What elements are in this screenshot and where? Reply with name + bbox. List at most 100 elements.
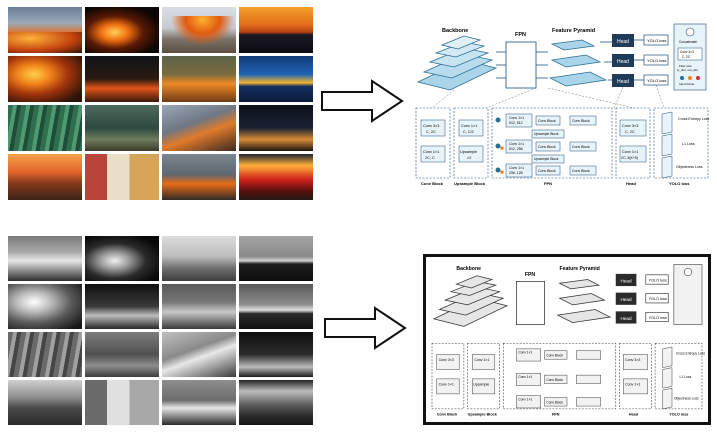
yolo-loss-1: YOLO loss	[647, 38, 666, 43]
gray-upsample: Upsample	[473, 382, 489, 386]
image-fire-pit	[162, 7, 236, 53]
image-forest-fire	[8, 56, 82, 102]
label-upsample-block: Upsample Block	[454, 181, 486, 186]
image-car-fire-gray	[162, 380, 236, 425]
p5-plane	[550, 39, 596, 51]
yolo-architecture-diagram-gray: Backbone FPN Feature Pyramid Head Head H…	[423, 254, 711, 425]
fpn-conv1-a-sub: 512, 512	[509, 121, 523, 125]
head-label-3: Head	[617, 79, 629, 85]
head-detail-conv1: Conv 1×1	[622, 150, 638, 154]
gray-label-upsample-block: Upsample Block	[468, 412, 498, 416]
label-feature-pyramid-gray: Feature Pyramid	[560, 266, 600, 272]
conv-block-conv1: Conv 1×1	[423, 150, 439, 154]
loss-l1: L1 Loss	[682, 142, 695, 146]
label-fpn-bottom: FPN	[544, 181, 552, 186]
yolo-loss-gray-2: YOLO loss	[649, 297, 667, 301]
image-wildfire-night	[85, 56, 159, 102]
upsample-sub: ×2	[467, 156, 471, 160]
head-gray-3: Head	[620, 316, 632, 321]
image-townhouses	[85, 154, 159, 200]
p3-plane	[548, 71, 608, 87]
fpn-conv-block-b: Conv Block	[538, 145, 556, 149]
p4-plane	[550, 54, 602, 68]
fpn-conv1-b: Conv 1×1	[509, 142, 524, 146]
label-conv-block: Conv Block	[421, 181, 444, 186]
label-fpn: FPN	[515, 32, 526, 38]
legend-concatenate: Concatenate	[679, 40, 697, 44]
image-fire-pit-gray	[162, 236, 236, 281]
legend-box: Concatenate Conv 3×3 C, 2C Filter size i…	[673, 23, 707, 91]
arrow-right-bottom	[324, 306, 407, 350]
gray-conv-block-c: Conv Block	[546, 400, 563, 404]
gray-label-yolo-loss: YOLO loss	[669, 412, 688, 416]
yolo-loss-3: YOLO loss	[647, 78, 666, 83]
image-wildfire-night-gray	[85, 284, 159, 329]
head-label-1: Head	[617, 39, 629, 45]
fpn-box	[505, 41, 537, 89]
gray-conv3: Conv 3×3	[439, 358, 454, 362]
gray-fpn-conv1-a: Conv 1×1	[518, 351, 532, 355]
gray-conv1: Conv 1×1	[439, 382, 454, 386]
image-blimp-fire-gray	[8, 236, 82, 281]
legend-input-frame: Input frame	[679, 82, 695, 86]
gray-label-head: Head	[629, 412, 639, 416]
conv-block-conv3-sub: C, 2C	[426, 130, 436, 134]
image-burnt-forest	[85, 105, 159, 151]
image-blimp-fire	[8, 7, 82, 53]
upsample-conv1-sub: C, C/2	[463, 130, 474, 134]
yolo-loss-2: YOLO loss	[647, 58, 666, 63]
image-pine-forest-gray	[8, 332, 82, 377]
gray-label-conv-block: Conv Block	[437, 412, 459, 416]
conv-block-conv3: Conv 3×3	[423, 124, 439, 128]
gray-head-conv1: Conv 1×1	[625, 382, 640, 386]
image-street-fire-night-gray	[239, 332, 313, 377]
image-orange-sunset-lake-gray	[8, 380, 82, 425]
image-forest-fire-gray	[8, 284, 82, 329]
fpn-conv1-b-sub: 512, 256	[509, 147, 523, 151]
head-gray-1: Head	[620, 278, 632, 283]
fpn-upsample-b: Upsample Block	[534, 157, 559, 161]
arrow-right-top	[321, 79, 404, 123]
image-car-fire	[162, 154, 236, 200]
head-boxes-gray: Head Head Head	[615, 273, 637, 324]
head-boxes: Head Head Head	[600, 34, 634, 87]
fpn-conv-block-c: Conv Block	[538, 169, 556, 173]
head-gray-2: Head	[620, 297, 632, 302]
yolo-loss-gray-3: YOLO loss	[649, 316, 667, 320]
yolo-loss-stack	[661, 111, 673, 179]
legend-filter-line1: Filter size	[679, 64, 692, 68]
legend-conv3: Conv 3×3	[680, 50, 694, 54]
image-building-fire-gray	[162, 332, 236, 377]
gray-objectness: Objectness Loss	[674, 397, 699, 401]
upsample-conv1: Conv 1×1	[461, 124, 477, 128]
label-backbone: Backbone	[442, 28, 468, 34]
fpn-conv1-c-sub: 256, 128	[509, 171, 523, 175]
label-feature-pyramid: Feature Pyramid	[552, 28, 595, 34]
head-label-2: Head	[617, 59, 629, 65]
image-grass-fire-gray	[162, 284, 236, 329]
fpn-conv1-c: Conv 1×1	[509, 166, 524, 170]
fpn-upsample-a: Upsample Block	[534, 132, 559, 136]
image-pine-forest	[8, 105, 82, 151]
label-yolo-loss-bottom: YOLO loss	[669, 181, 690, 186]
image-bus-fire-gray	[239, 380, 313, 425]
fpn-conv-block-b2: Conv Block	[572, 145, 590, 149]
gray-cross-entropy: Cross Entropy Loss	[676, 352, 706, 356]
gray-label-fpn: FPN	[552, 412, 560, 416]
image-bonfire-night	[85, 7, 159, 53]
yolo-loss-gray-1: YOLO loss	[649, 278, 667, 282]
conv-block-conv1-sub: 2C, C	[425, 156, 435, 160]
image-sunset-sea-gray	[239, 236, 313, 281]
image-building-fire	[162, 105, 236, 151]
fpn-conv-block-a: Conv Block	[538, 119, 556, 123]
gray-l1: L1 Loss	[680, 375, 692, 379]
image-sunset-sea	[239, 7, 313, 53]
gray-head-conv3: Conv 3×3	[625, 358, 640, 362]
gray-conv-block-a: Conv Block	[546, 353, 563, 357]
label-head-bottom: Head	[626, 181, 636, 186]
fpn-conv-block-c2: Conv Block	[572, 169, 590, 173]
fpn-conv-block-a2: Conv Block	[572, 119, 590, 123]
detail-row: Conv 3×3 C, 2C Conv 1×1 2C, C Conv Block…	[415, 107, 710, 186]
image-burnt-forest-gray	[85, 332, 159, 377]
gray-up-conv1: Conv 1×1	[474, 358, 489, 362]
